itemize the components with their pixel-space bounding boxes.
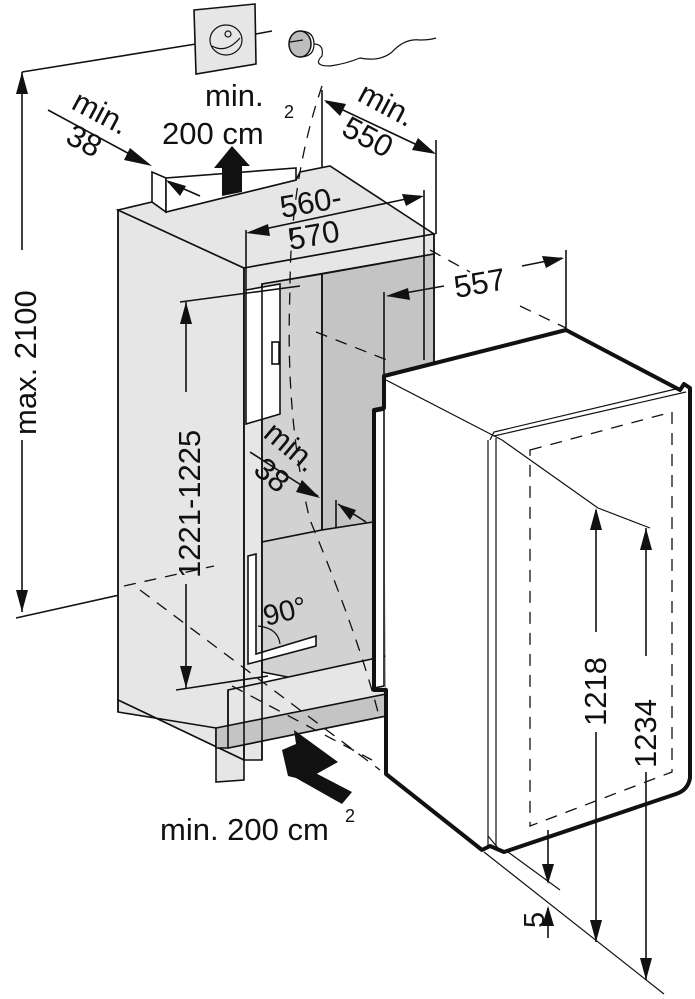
max-height-dimension: max. 2100	[8, 72, 161, 619]
airflow-up-arrow-icon	[214, 146, 250, 196]
door-offset-dimension: 5	[519, 830, 554, 938]
power-socket-icon	[21, 3, 273, 75]
door-height-dimension: 1234	[628, 528, 663, 980]
appliance-height-dimension: 1218	[578, 508, 613, 942]
top-vent-label-sup: 2	[284, 102, 294, 122]
niche-height-dimension: 1221-1225	[172, 285, 301, 691]
top-vent-label-line1: min.	[205, 78, 264, 113]
bottom-vent-label-sup: 2	[345, 806, 355, 826]
door-offset-label: 5	[519, 912, 551, 928]
bottom-vent-label: min. 200 cm	[160, 812, 329, 847]
door-height-label: 1234	[628, 699, 663, 768]
appliance	[372, 328, 692, 995]
niche-height-label: 1221-1225	[172, 430, 207, 578]
airflow-in-arrow-icon	[282, 730, 352, 804]
top-vent-dimension: min. 200 cm 2	[162, 78, 294, 196]
appliance-width-label: 557	[451, 261, 508, 304]
max-height-label: max. 2100	[8, 290, 43, 435]
bottom-vent-dimension: min. 200 cm 2	[160, 730, 355, 847]
power-plug-icon	[288, 30, 437, 67]
top-vent-label-line2: 200 cm	[162, 116, 264, 151]
appliance-height-label: 1218	[578, 657, 613, 726]
hidden-lines	[123, 85, 567, 771]
